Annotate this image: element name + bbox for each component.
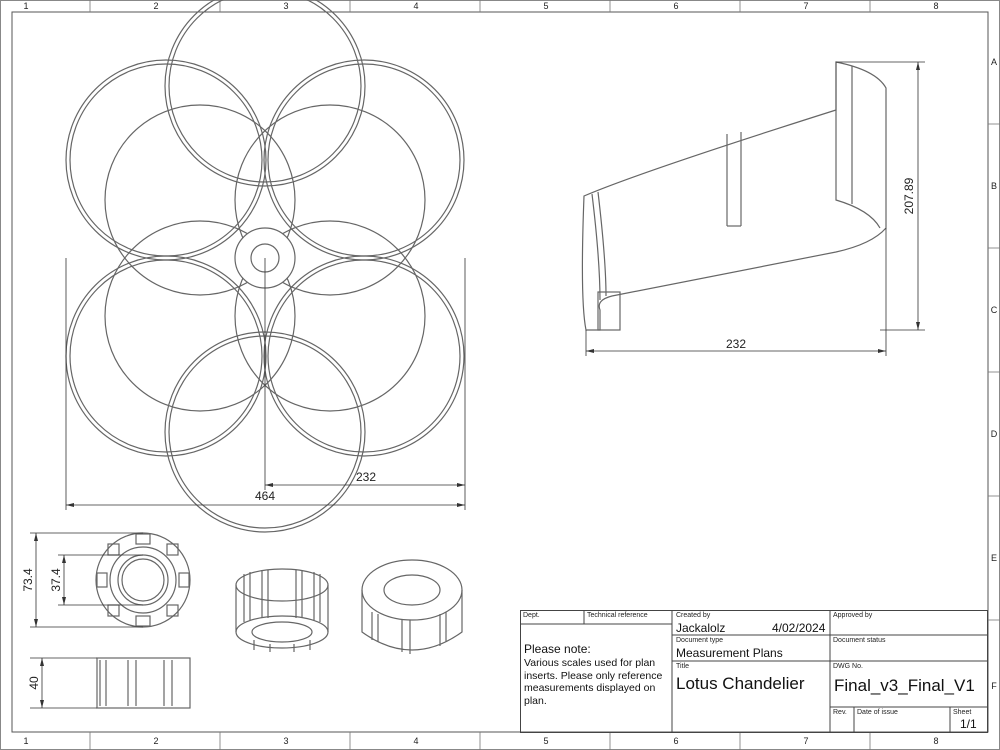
hub-bore (117, 554, 169, 606)
row-label: F (991, 681, 997, 691)
petal-ring (69, 63, 263, 257)
petal-side-view: 232 207.89 (581, 61, 925, 356)
hub-rim (109, 546, 177, 614)
petal-edge (597, 191, 607, 297)
hub-bore-inner (121, 558, 165, 602)
petal-ring (104, 104, 296, 296)
arrowhead (457, 483, 465, 487)
petal-tab (597, 291, 621, 331)
arrowhead (62, 555, 66, 563)
arrowhead (878, 349, 886, 353)
col-label-bottom: 7 (803, 736, 808, 746)
hub-side-outline (96, 657, 191, 709)
rev-label: Rev. (833, 709, 847, 716)
drawing-title: Lotus Chandelier (676, 674, 805, 693)
col-label-top: 1 (23, 1, 28, 11)
col-label-top: 5 (543, 1, 548, 11)
dimension-label-overall: 464 (255, 489, 275, 503)
col-label-top: 2 (153, 1, 158, 11)
dimension-label-width: 232 (726, 337, 746, 351)
hub-top-view: 73.4 37.4 (21, 532, 191, 628)
petal-ring (168, 0, 362, 183)
col-label-bottom: 1 (23, 736, 28, 746)
arrowhead (916, 62, 920, 70)
dwg-no-label: DWG No. (833, 663, 863, 670)
title-label: Title (676, 663, 689, 670)
hub-isometric-closed (361, 559, 463, 654)
row-label: A (991, 57, 997, 67)
petal-ring (104, 220, 296, 412)
col-label-top: 6 (673, 1, 678, 11)
arrowhead (40, 658, 44, 666)
petal-ring (267, 259, 461, 453)
petal-edge (591, 193, 601, 301)
col-label-top: 8 (933, 1, 938, 11)
petal-ring (65, 255, 267, 457)
petal-edge (835, 62, 881, 229)
col-label-top: 4 (413, 1, 418, 11)
col-label-top: 3 (283, 1, 288, 11)
sheet-value: 1/1 (960, 717, 977, 731)
petal-ring (164, 0, 366, 187)
arrowhead (34, 619, 38, 627)
dwg-no-value: Final_v3_Final_V1 (834, 676, 975, 695)
title-block-grid (520, 610, 988, 733)
arrowhead (586, 349, 594, 353)
petal-ring (263, 59, 465, 261)
petal-ring (234, 104, 426, 296)
title-block: Dept. Technical reference Created by Jac… (520, 610, 988, 733)
col-label-bottom: 6 (673, 736, 678, 746)
doc-type-value: Measurement Plans (676, 646, 783, 660)
col-label-bottom: 2 (153, 736, 158, 746)
arrowhead (40, 700, 44, 708)
row-label: B (991, 181, 997, 191)
row-label: D (991, 429, 998, 439)
dimension-label-radius: 232 (356, 470, 376, 484)
created-date: 4/02/2024 (772, 621, 826, 635)
dept-label: Dept. (523, 612, 540, 619)
rosette-top-view: 464 232 (65, 0, 466, 533)
col-label-top: 7 (803, 1, 808, 11)
doc-type-label: Document type (676, 637, 724, 644)
col-label-bottom: 5 (543, 736, 548, 746)
doc-status-label: Document status (833, 637, 886, 644)
arrowhead (457, 503, 465, 507)
tech-ref-label: Technical reference (587, 612, 648, 619)
row-label: C (991, 305, 998, 315)
dimension-label-hub-height: 40 (27, 676, 41, 690)
petal-outline (581, 61, 887, 331)
hub-notches (96, 533, 190, 627)
created-by-label: Created by (676, 612, 711, 619)
created-by-value: Jackalolz (676, 621, 726, 635)
petal-ring (234, 220, 426, 412)
approved-by-label: Approved by (833, 612, 873, 619)
arrowhead (66, 503, 74, 507)
sheet-label: Sheet (953, 709, 972, 716)
row-label: E (991, 553, 997, 563)
dimension-label-hub-outer: 73.4 (21, 568, 35, 592)
arrowhead (62, 597, 66, 605)
date-of-issue-label: Date of issue (857, 709, 898, 716)
col-label-bottom: 4 (413, 736, 418, 746)
dimension-label-hub-inner: 37.4 (49, 568, 63, 592)
hub-side-view: 40 (27, 657, 191, 709)
arrowhead (916, 322, 920, 330)
petal-ring (65, 59, 267, 261)
petal-ring (263, 255, 465, 457)
grid-ticks (89, 0, 1000, 750)
dimension-label-height: 207.89 (902, 177, 916, 214)
col-label-bottom: 8 (933, 736, 938, 746)
col-label-bottom: 3 (283, 736, 288, 746)
note-body: Various scales used for plan inserts. Pl… (524, 657, 663, 707)
arrowhead (265, 483, 273, 487)
hub-isometric-slotted (235, 568, 329, 652)
note-title: Please note: (524, 642, 591, 656)
hub-side-slots (99, 660, 173, 706)
arrowhead (34, 533, 38, 541)
